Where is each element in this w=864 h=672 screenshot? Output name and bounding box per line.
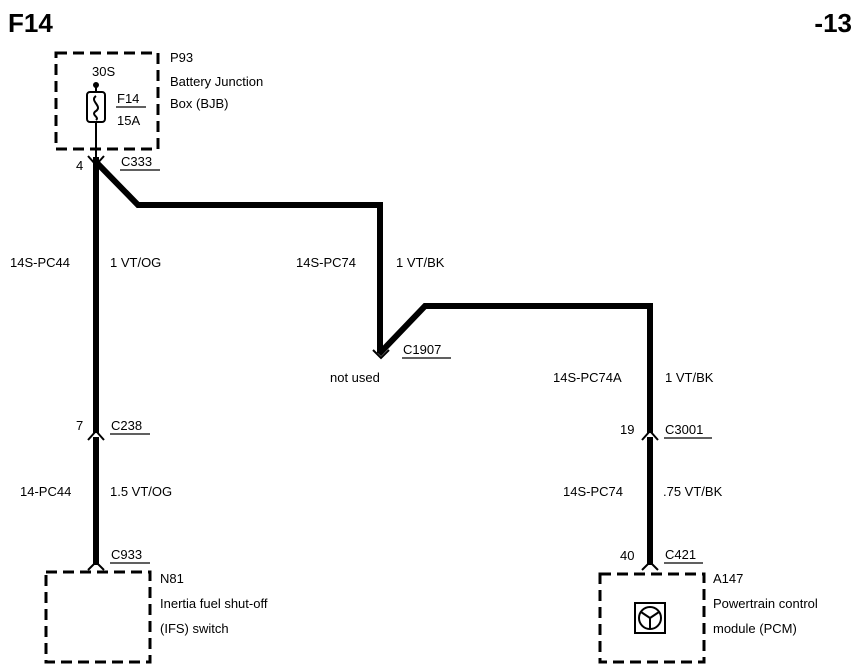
wire-left-upper-spec: 1 VT/OG <box>110 255 161 270</box>
c1907-connector-symbol <box>372 349 390 360</box>
wire-left-upper-circuit: 14S-PC44 <box>10 255 70 270</box>
ifs-switch: C933 N81 Inertia fuel shut-off (IFS) swi… <box>44 547 268 664</box>
connector-c238: 7 C238 <box>76 418 150 441</box>
c238-connector-symbol <box>87 429 105 441</box>
diagram-title: F14 <box>8 8 53 38</box>
c1907-label: C1907 <box>403 342 441 357</box>
c3001-label: C3001 <box>665 422 703 437</box>
bjb-terminal-label: 30S <box>92 64 115 79</box>
ifs-dashed-outline <box>44 570 152 664</box>
c421-pin: 40 <box>620 548 634 563</box>
wire-middle <box>93 159 383 353</box>
c333-pin: 4 <box>76 158 83 173</box>
wire-left-lower-circuit: 14-PC44 <box>20 484 71 499</box>
fuse-id: F14 <box>117 91 139 106</box>
wire-right-upper-spec: 1 VT/BK <box>665 370 714 385</box>
wire-middle-spec: 1 VT/BK <box>396 255 445 270</box>
connector-c1907: C1907 not used <box>330 342 451 385</box>
wire-right-lower-circuit: 14S-PC74 <box>563 484 623 499</box>
bjb-dashed-outline <box>54 51 160 151</box>
bjb-name-line2: Box (BJB) <box>170 96 229 111</box>
c238-label: C238 <box>111 418 142 433</box>
wire-right-upper-circuit: 14S-PC74A <box>553 370 622 385</box>
page-number: -13 <box>814 8 852 38</box>
c1907-note: not used <box>330 370 380 385</box>
c421-connector-symbol <box>641 560 659 571</box>
fuse-rating: 15A <box>117 113 140 128</box>
connector-c333: 4 C333 <box>76 154 160 173</box>
bjb-name-line1: Battery Junction <box>170 74 263 89</box>
ifs-name-line1: Inertia fuel shut-off <box>160 596 268 611</box>
pcm-id: A147 <box>713 571 743 586</box>
c421-label: C421 <box>665 547 696 562</box>
bjb-id: P93 <box>170 50 193 65</box>
wire-right-lower-spec: .75 VT/BK <box>663 484 723 499</box>
c238-pin: 7 <box>76 418 83 433</box>
c933-connector-symbol <box>87 560 105 571</box>
pcm-name-line2: module (PCM) <box>713 621 797 636</box>
battery-junction-box: 30S F14 15A P93 Battery Junction Box (BJ… <box>54 50 263 157</box>
c333-label: C333 <box>121 154 152 169</box>
c3001-connector-symbol <box>641 429 659 441</box>
c3001-pin: 19 <box>620 422 634 437</box>
wire-middle-circuit: 14S-PC74 <box>296 255 356 270</box>
ifs-name-line2: (IFS) switch <box>160 621 229 636</box>
wire-right-upper <box>376 303 653 433</box>
pcm-module-icon <box>634 602 666 634</box>
pcm-dashed-outline <box>598 572 706 664</box>
c933-label: C933 <box>111 547 142 562</box>
wire-left-lower-spec: 1.5 VT/OG <box>110 484 172 499</box>
powertrain-control-module: 40 C421 A147 Powertrain control module (… <box>598 547 818 664</box>
fuse-icon <box>86 91 106 123</box>
pcm-name-line1: Powertrain control <box>713 596 818 611</box>
connector-c3001: 19 C3001 <box>620 422 712 441</box>
ifs-id: N81 <box>160 571 184 586</box>
